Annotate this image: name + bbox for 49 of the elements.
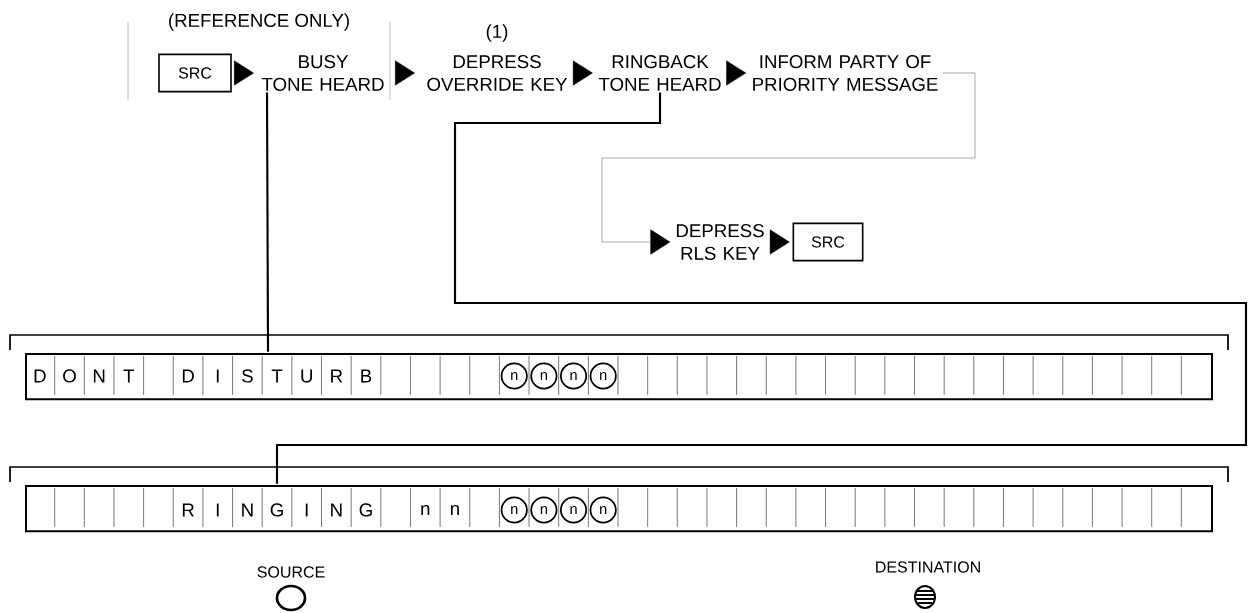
note-text: (REFERENCE ONLY) xyxy=(169,13,349,31)
key-box: SRC xyxy=(158,53,232,93)
arrow xyxy=(234,60,254,86)
arrow xyxy=(601,72,976,255)
step-text: DEPRESS OVERRIDE KEY xyxy=(427,55,568,91)
arrow xyxy=(769,229,790,255)
circled-character: n xyxy=(500,362,528,390)
arrow xyxy=(725,60,747,86)
connector-line xyxy=(275,92,1248,484)
circled-character: n xyxy=(530,496,558,524)
arrow xyxy=(394,60,415,86)
display-character: D xyxy=(34,369,46,383)
caption-text: DESTINATION xyxy=(876,561,980,573)
circled-character: n xyxy=(500,496,528,524)
circled-character: n xyxy=(530,362,558,390)
display-character: n xyxy=(450,504,459,515)
step-text: INFORM PARTY OF PRIORITY MESSAGE xyxy=(753,55,938,91)
note-number: (1) xyxy=(486,24,508,42)
display-character: G xyxy=(270,503,283,517)
circled-character: n xyxy=(560,496,588,524)
circled-character: n xyxy=(589,496,617,524)
display-character: B xyxy=(361,369,372,383)
display-character: N xyxy=(242,503,253,517)
circled-character: n xyxy=(560,362,588,390)
display-character: R xyxy=(331,369,343,383)
display-panel xyxy=(25,353,1213,401)
display-character: I xyxy=(216,369,219,383)
display-character: T xyxy=(271,369,283,383)
step-text: BUSY TONE HEARD xyxy=(261,55,384,91)
step-text: DEPRESS RLS KEY xyxy=(676,224,764,260)
arrow xyxy=(572,60,593,86)
display-character: I xyxy=(305,503,308,517)
display-character: G xyxy=(359,503,372,517)
connector-line xyxy=(265,92,270,352)
step-text: RINGBACK TONE HEARD xyxy=(598,55,721,91)
display-character: S xyxy=(242,369,253,383)
display-character: U xyxy=(301,369,312,383)
display-character: T xyxy=(123,369,135,383)
display-character: O xyxy=(63,369,76,383)
display-character: N xyxy=(93,369,105,383)
circled-character: n xyxy=(589,362,617,390)
caption-text: SOURCE xyxy=(257,566,325,578)
display-panel xyxy=(25,485,1213,533)
display-character: n xyxy=(421,504,430,515)
display-character: D xyxy=(182,369,194,383)
display-character: R xyxy=(182,503,194,517)
key-box: SRC xyxy=(792,222,864,262)
display-character: N xyxy=(331,503,342,517)
display-character: I xyxy=(216,503,219,517)
